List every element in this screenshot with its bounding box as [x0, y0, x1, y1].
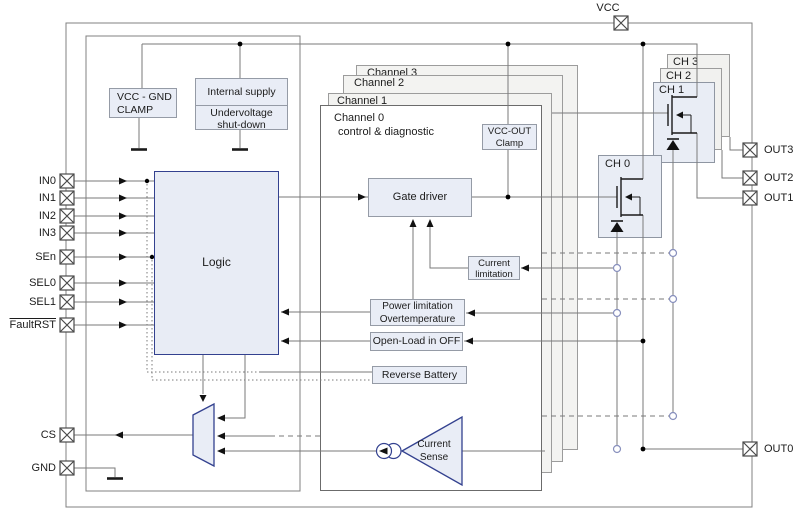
current-source-icon [375, 442, 402, 460]
pin-label-in3: IN3 [38, 227, 56, 239]
mux-shape [192, 402, 215, 468]
gate-driver-label: Gate driver [392, 191, 448, 203]
current-sense-triangle [400, 415, 463, 487]
control-section-outline [85, 35, 301, 492]
power-limitation-block: Power limitation Overtemperature [370, 299, 465, 326]
pin-label-gnd: GND [31, 462, 56, 474]
vcc-gnd-clamp-line1: VCC - GND [117, 91, 172, 103]
mosfet-ch1-icon [667, 95, 697, 135]
power-limitation-line2: Overtemperature [379, 314, 456, 325]
gate-driver-block: Gate driver [368, 178, 472, 217]
ch3-label: CH 3 [673, 56, 699, 68]
channel0-label-line1: Channel 0 [334, 112, 385, 124]
diode-ch1-icon [666, 138, 680, 150]
wires [74, 43, 743, 477]
current-sense-line2: Sense [419, 452, 449, 463]
sense-tap-circles [612, 248, 678, 454]
pin-out3-icon [742, 142, 758, 158]
pin-in3-icon [59, 225, 75, 241]
pin-label-out0: OUT0 [764, 443, 794, 455]
undervoltage-line2: shut-down [217, 119, 266, 131]
ch1-fet-block: CH 1 [653, 82, 715, 163]
open-load-label: Open-Load in OFF [372, 335, 461, 347]
pin-label-cs: CS [40, 429, 56, 441]
pin-in0-icon [59, 173, 75, 189]
pin-label-in2: IN2 [38, 210, 56, 222]
vcc-out-clamp-line2: Clamp [495, 138, 524, 149]
pin-in2-icon [59, 208, 75, 224]
ch2-label: CH 2 [666, 70, 692, 82]
open-load-block: Open-Load in OFF [370, 332, 463, 351]
channel0-label-line2: control & diagnostic [338, 126, 434, 138]
reverse-battery-block: Reverse Battery [372, 366, 467, 384]
mosfet-ch1-arrow [676, 111, 683, 119]
junction-dots [144, 41, 646, 452]
current-limitation-line1: Current [478, 258, 510, 269]
channel1-label: Channel 1 [337, 95, 388, 107]
ch0-label: CH 0 [605, 158, 631, 170]
pin-label-sen: SEn [35, 251, 56, 263]
vcc-out-clamp-line1: VCC-OUT [487, 126, 532, 137]
ch1-label: CH 1 [659, 84, 685, 96]
pin-out0-icon [742, 441, 758, 457]
current-limitation-line2: limitation [475, 269, 513, 280]
internal-supply-label: Internal supply [196, 79, 287, 106]
logic-label: Logic [202, 255, 231, 269]
pin-label-out1: OUT1 [764, 192, 794, 204]
pin-label-out3: OUT3 [764, 144, 794, 156]
current-sense-line1: Current [417, 439, 451, 450]
vcc-gnd-clamp-block: VCC - GND CLAMP [109, 88, 177, 118]
arrowheads [115, 177, 529, 455]
mosfet-ch0-arrow [625, 193, 632, 201]
pin-cs-icon [59, 427, 75, 443]
internal-supply-block: Internal supply Undervoltage shut-down [195, 78, 288, 131]
logic-block: Logic [154, 171, 279, 355]
pin-label-faultrst: FaultRST [9, 319, 56, 331]
ground-icons [107, 148, 248, 480]
vcc-out-clamp-block: VCC-OUT Clamp [482, 124, 537, 150]
pins [59, 15, 758, 476]
pin-in1-icon [59, 190, 75, 206]
pin-sen-icon [59, 249, 75, 265]
package-outline [65, 22, 753, 508]
pin-label-sel1: SEL1 [29, 296, 56, 308]
diode-ch0-icon [610, 220, 624, 232]
current-sense-label: Current Sense [408, 438, 460, 464]
pin-faultrst-icon [59, 317, 75, 333]
pin-gnd-icon [59, 460, 75, 476]
channel2-label: Channel 2 [354, 77, 405, 89]
power-limitation-line1: Power limitation [382, 301, 453, 312]
pin-out1-icon [742, 190, 758, 206]
pin-label-out2: OUT2 [764, 172, 794, 184]
current-limitation-block: Current limitation [468, 256, 520, 280]
pin-label-in1: IN1 [38, 192, 56, 204]
pin-label-in0: IN0 [38, 175, 56, 187]
reverse-battery-label: Reverse Battery [381, 369, 458, 381]
pin-vcc-icon [613, 15, 629, 31]
pin-sel1-icon [59, 294, 75, 310]
undervoltage-line1: Undervoltage [210, 107, 273, 119]
mosfet-ch0-icon [616, 177, 643, 217]
vcc-gnd-clamp-line2: CLAMP [117, 104, 154, 116]
pin-sel0-icon [59, 275, 75, 291]
pin-label-sel0: SEL0 [29, 277, 56, 289]
pin-out2-icon [742, 170, 758, 186]
pin-label-vcc: VCC [596, 2, 620, 14]
channel0-sheet: Channel 0 control & diagnostic [320, 105, 542, 491]
